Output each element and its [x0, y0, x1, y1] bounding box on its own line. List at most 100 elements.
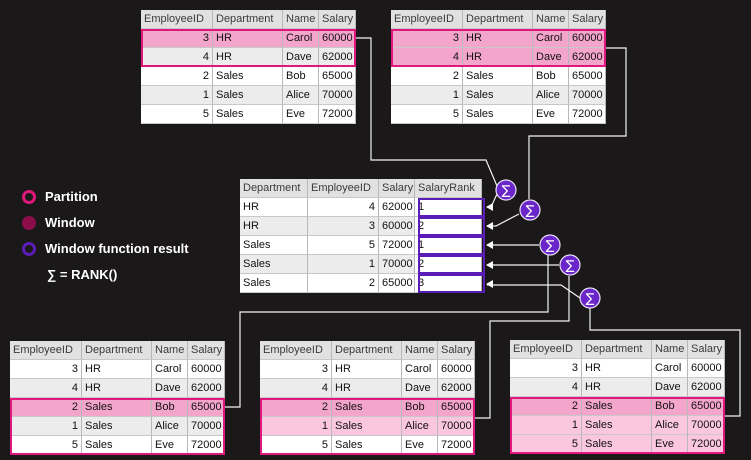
- table-cell: 60000: [438, 360, 475, 379]
- column-header: EmployeeID: [510, 340, 582, 359]
- table-cell: 2: [510, 397, 582, 416]
- table-cell: HR: [463, 48, 533, 67]
- legend-partition-label: Partition: [45, 189, 98, 204]
- table-cell: Alice: [652, 416, 688, 435]
- table-cell: 60000: [688, 359, 725, 378]
- table-cell: 1: [510, 416, 582, 435]
- table-cell: 5: [391, 105, 463, 124]
- table-cell: 72000: [438, 436, 475, 455]
- table-cell: 65000: [569, 67, 606, 86]
- table-cell: 3: [415, 274, 482, 293]
- table-cell: Sales: [463, 86, 533, 105]
- table-cell: 62000: [379, 198, 415, 217]
- table-cell: Sales: [332, 436, 402, 455]
- table-cell: Eve: [533, 105, 569, 124]
- table-cell: Sales: [213, 86, 283, 105]
- table-cell: Sales: [213, 105, 283, 124]
- table-cell: HR: [82, 360, 152, 379]
- table-cell: 2: [308, 274, 379, 293]
- column-header: Department: [582, 340, 652, 359]
- table-cell: 65000: [438, 398, 475, 417]
- table-cell: 65000: [319, 67, 356, 86]
- table-cell: Bob: [533, 67, 569, 86]
- window-disc-icon: [22, 215, 36, 230]
- table-cell: Dave: [152, 379, 188, 398]
- column-header: Name: [402, 341, 438, 360]
- legend-window: Window: [22, 215, 95, 230]
- table-cell: HR: [332, 379, 402, 398]
- table-cell: Sales: [463, 105, 533, 124]
- table-cell: 72000: [319, 105, 356, 124]
- table-cell: HR: [82, 379, 152, 398]
- table-cell: 60000: [319, 29, 356, 48]
- table-cell: Sales: [463, 67, 533, 86]
- table-cell: Dave: [652, 378, 688, 397]
- table-cell: 2: [391, 67, 463, 86]
- column-header: Salary: [379, 179, 415, 198]
- column-header: Salary: [688, 340, 725, 359]
- table-cell: 60000: [188, 360, 225, 379]
- table-cell: 70000: [569, 86, 606, 105]
- column-header: Salary: [319, 10, 356, 29]
- table-cell: 3: [510, 359, 582, 378]
- column-header: Department: [82, 341, 152, 360]
- table-cell: 60000: [569, 29, 606, 48]
- table-cell: Sales: [582, 397, 652, 416]
- table-cell: Sales: [332, 417, 402, 436]
- rank-function-icon: [579, 287, 601, 309]
- column-header: EmployeeID: [141, 10, 213, 29]
- table-cell: 72000: [379, 236, 415, 255]
- table-cell: HR: [213, 29, 283, 48]
- table-cell: Alice: [533, 86, 569, 105]
- column-header: EmployeeID: [260, 341, 332, 360]
- table-cell: 1: [308, 255, 379, 274]
- table-cell: 4: [391, 48, 463, 67]
- table-cell: 62000: [319, 48, 356, 67]
- sum-symbol-label: ∑: [502, 184, 511, 199]
- table-cell: 1: [141, 86, 213, 105]
- table-cell: Bob: [283, 67, 319, 86]
- column-header: Department: [240, 179, 308, 198]
- table-cell: HR: [240, 217, 308, 236]
- column-header: Department: [213, 10, 283, 29]
- sum-symbol-label: ∑: [546, 239, 555, 254]
- table-cell: 3: [141, 29, 213, 48]
- table-cell: Dave: [283, 48, 319, 67]
- table-cell: 1: [415, 198, 482, 217]
- table-cell: Bob: [402, 398, 438, 417]
- table-cell: HR: [463, 29, 533, 48]
- table-cell: 5: [260, 436, 332, 455]
- table-cell: HR: [213, 48, 283, 67]
- sum-symbol-label: ∑: [566, 259, 575, 274]
- table-cell: Sales: [582, 416, 652, 435]
- table-cell: 2: [10, 398, 82, 417]
- table-cell: 1: [260, 417, 332, 436]
- table-cell: 4: [141, 48, 213, 67]
- table-cell: Carol: [533, 29, 569, 48]
- table-cell: 3: [308, 217, 379, 236]
- table-cell: Bob: [152, 398, 188, 417]
- column-header: Name: [283, 10, 319, 29]
- table-cell: 1: [415, 236, 482, 255]
- table-cell: HR: [582, 359, 652, 378]
- table-cell: HR: [332, 360, 402, 379]
- column-header: Salary: [438, 341, 475, 360]
- column-header: Name: [152, 341, 188, 360]
- column-header: Salary: [188, 341, 225, 360]
- table-cell: Sales: [332, 398, 402, 417]
- table-cell: Eve: [652, 435, 688, 454]
- table-cell: Bob: [652, 397, 688, 416]
- result-ring-icon: [22, 241, 36, 256]
- legend-formula-label: ∑ = RANK(): [47, 267, 118, 282]
- table-cell: Alice: [402, 417, 438, 436]
- table-cell: 70000: [688, 416, 725, 435]
- sum-symbol-label: ∑: [526, 204, 535, 219]
- column-header: EmployeeID: [10, 341, 82, 360]
- column-header: EmployeeID: [391, 10, 463, 29]
